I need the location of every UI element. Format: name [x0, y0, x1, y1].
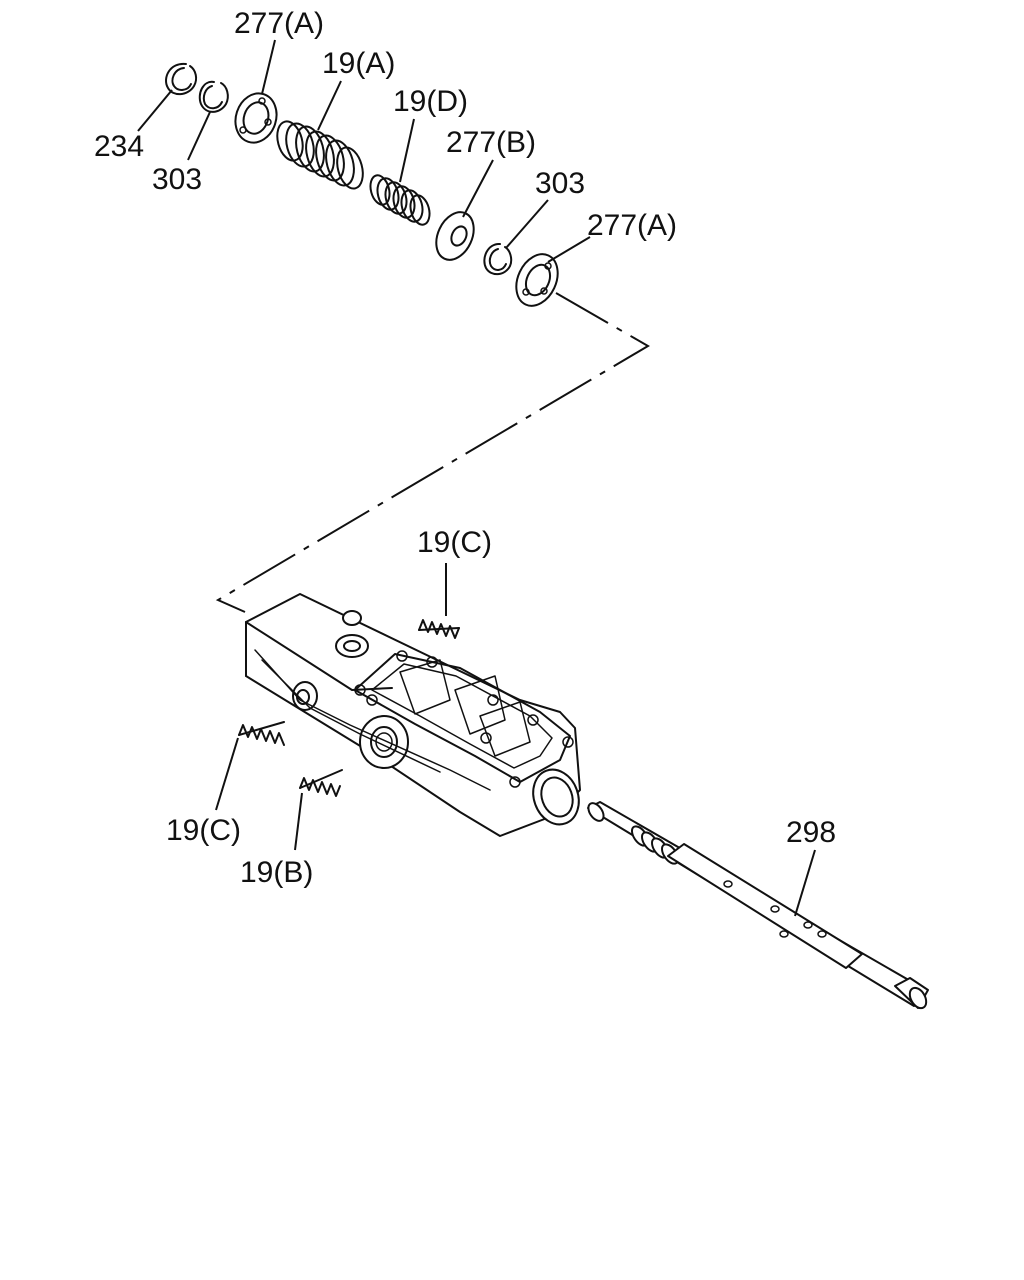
callout-298: 298: [786, 816, 836, 849]
shaft-298: [587, 801, 929, 1010]
callout-303-mid: 303: [535, 167, 585, 200]
callout-19c-top: 19(C): [417, 526, 492, 559]
callout-19b: 19(B): [240, 856, 313, 889]
valve-body: [245, 593, 581, 837]
leader-lines: [137, 39, 816, 917]
callout-277b: 277(B): [446, 126, 536, 159]
callout-19d: 19(D): [393, 85, 468, 118]
snap-ring-303-top: [198, 80, 229, 113]
callout-19c-left: 19(C): [166, 814, 241, 847]
spring-19b: [299, 769, 343, 797]
spring-19c-left: [238, 721, 285, 746]
spring-19a: [276, 120, 364, 190]
spring-19d: [369, 174, 431, 226]
washer-277a-top: [234, 92, 278, 144]
snap-ring-234: [165, 62, 198, 96]
spring-19c-top: [418, 619, 460, 639]
washer-277a-mid: [515, 253, 559, 307]
callout-234: 234: [94, 130, 144, 163]
callout-303-top: 303: [152, 163, 202, 196]
washer-277b: [435, 211, 475, 261]
snap-ring-303-mid: [483, 243, 513, 276]
assembly-centerline: [215, 292, 650, 613]
callout-19a: 19(A): [322, 47, 395, 80]
callout-277a-mid: 277(A): [587, 209, 677, 242]
callout-277a-top: 277(A): [234, 7, 324, 40]
